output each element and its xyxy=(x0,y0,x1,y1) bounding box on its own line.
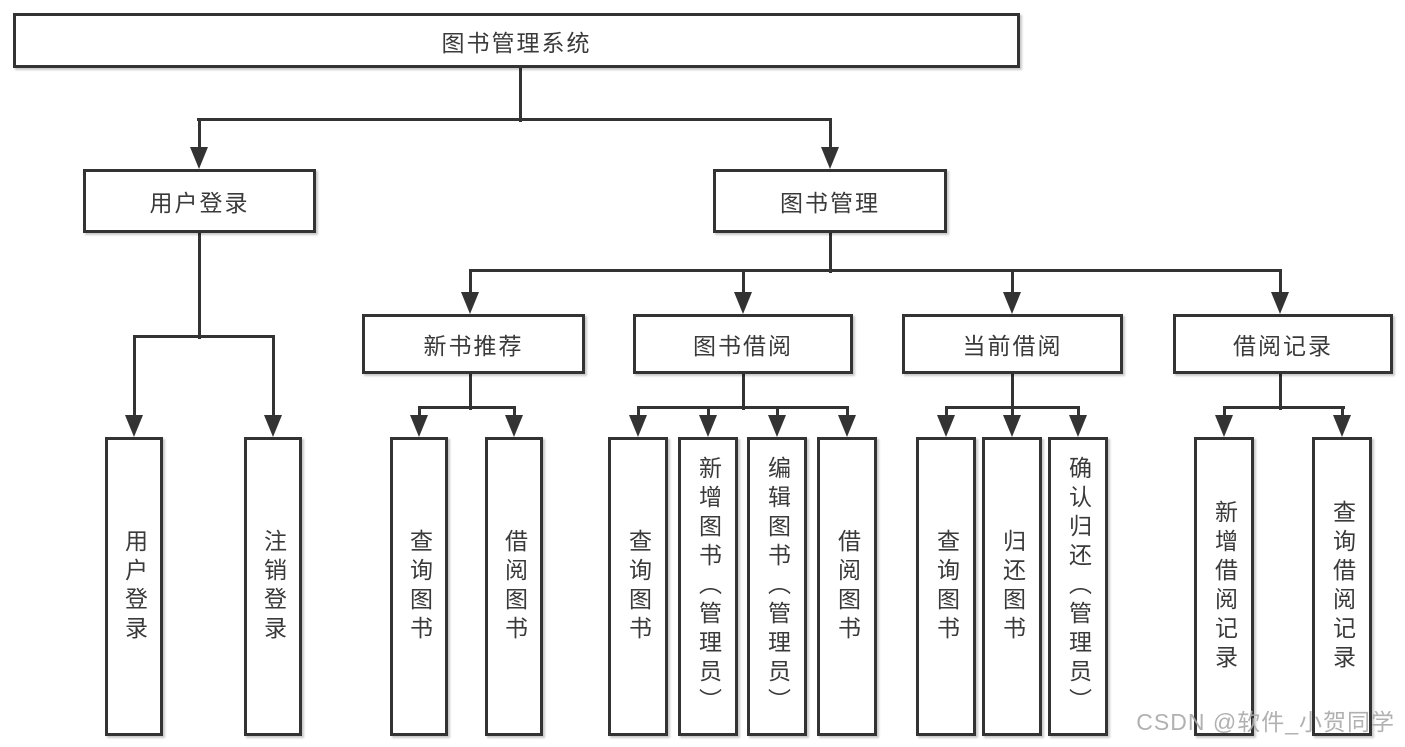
leaf-query-book-2-label: 查询图书 xyxy=(625,528,652,645)
leaf-return-book: 归还图书 xyxy=(982,437,1042,736)
connector-arrow-stem xyxy=(197,119,201,149)
arrow-down-icon xyxy=(937,415,955,437)
connector-vline xyxy=(828,233,832,273)
connector-arrow-stem xyxy=(1010,270,1014,294)
connector-arrow-stem xyxy=(845,407,849,417)
node-new-book-recommend: 新书推荐 xyxy=(362,314,585,374)
connector-arrow-stem xyxy=(1010,407,1014,417)
connector-vline xyxy=(518,68,522,122)
node-book-borrow: 图书借阅 xyxy=(633,314,853,374)
connector-hline xyxy=(133,334,275,338)
leaf-user-login-label: 用户登录 xyxy=(121,528,148,645)
leaf-borrow-book-2-label: 借阅图书 xyxy=(834,528,861,645)
node-new-book-recommend-label: 新书推荐 xyxy=(423,333,524,359)
connector-arrow-stem xyxy=(741,270,745,294)
arrow-down-icon xyxy=(768,415,786,437)
leaf-query-book-3: 查询图书 xyxy=(916,437,976,736)
arrow-down-icon xyxy=(838,415,856,437)
connector-arrow-stem xyxy=(828,119,832,149)
leaf-confirm-return: 确认归还（管理员） xyxy=(1048,437,1108,736)
connector-vline xyxy=(468,374,472,410)
leaf-edit-book: 编辑图书（管理员） xyxy=(747,437,807,736)
connector-hline xyxy=(1223,405,1345,409)
arrow-down-icon xyxy=(1003,292,1021,314)
node-user-login: 用户登录 xyxy=(83,169,316,233)
node-current-borrow-label: 当前借阅 xyxy=(962,333,1063,359)
arrow-down-icon xyxy=(264,415,282,437)
leaf-borrow-book-1: 借阅图书 xyxy=(485,437,543,736)
connector-hline xyxy=(637,405,849,409)
node-current-borrow: 当前借阅 xyxy=(902,314,1123,374)
leaf-query-book-2: 查询图书 xyxy=(608,437,668,736)
arrow-down-icon xyxy=(629,415,647,437)
node-borrow-records-label: 借阅记录 xyxy=(1233,333,1333,359)
node-user-login-label: 用户登录 xyxy=(149,190,250,216)
connector-arrow-stem xyxy=(1076,407,1080,417)
connector-arrow-stem xyxy=(1340,407,1344,417)
leaf-add-borrow-record: 新增借阅记录 xyxy=(1194,437,1254,736)
leaf-query-book-1-label: 查询图书 xyxy=(406,528,433,645)
connector-arrow-stem xyxy=(468,270,472,294)
leaf-edit-book-label: 编辑图书（管理员） xyxy=(764,456,791,717)
arrow-down-icon xyxy=(1271,292,1289,314)
leaf-add-book-label: 新增图书（管理员） xyxy=(695,456,722,717)
node-book-borrow-label: 图书借阅 xyxy=(693,333,793,359)
arrow-down-icon xyxy=(821,147,839,169)
leaf-confirm-return-label: 确认归还（管理员） xyxy=(1065,456,1092,717)
connector-arrow-stem xyxy=(132,336,136,417)
connector-arrow-stem xyxy=(775,407,779,417)
arrow-down-icon xyxy=(1003,415,1021,437)
leaf-user-login: 用户登录 xyxy=(105,437,163,736)
arrow-down-icon xyxy=(734,292,752,314)
node-book-management-label: 图书管理 xyxy=(780,190,880,216)
connector-arrow-stem xyxy=(512,407,516,417)
connector-vline xyxy=(197,233,201,339)
node-book-management: 图书管理 xyxy=(713,169,947,233)
leaf-borrow-book-1-label: 借阅图书 xyxy=(501,528,528,645)
connector-vline xyxy=(741,374,745,410)
watermark: CSDN @软件_小贺同学 xyxy=(1136,709,1395,735)
connector-vline xyxy=(1278,374,1282,410)
connector-arrow-stem xyxy=(417,407,421,417)
arrow-down-icon xyxy=(505,415,523,437)
leaf-logout-label: 注销登录 xyxy=(260,528,287,645)
arrow-down-icon xyxy=(125,415,143,437)
arrow-down-icon xyxy=(190,147,208,169)
connector-arrow-stem xyxy=(636,407,640,417)
leaf-query-book-1: 查询图书 xyxy=(390,437,448,736)
leaf-add-borrow-record-label: 新增借阅记录 xyxy=(1211,499,1238,674)
leaf-add-book: 新增图书（管理员） xyxy=(678,437,738,736)
leaf-return-book-label: 归还图书 xyxy=(999,528,1026,645)
connector-arrow-stem xyxy=(271,336,275,417)
leaf-query-book-3-label: 查询图书 xyxy=(933,528,960,645)
connector-arrow-stem xyxy=(1278,270,1282,294)
node-root: 图书管理系统 xyxy=(13,13,1020,68)
connector-arrow-stem xyxy=(944,407,948,417)
leaf-logout: 注销登录 xyxy=(244,437,302,736)
arrow-down-icon xyxy=(1069,415,1087,437)
node-borrow-records: 借阅记录 xyxy=(1173,314,1393,374)
arrow-down-icon xyxy=(1333,415,1351,437)
connector-hline xyxy=(418,405,516,409)
connector-arrow-stem xyxy=(706,407,710,417)
leaf-query-borrow-record: 查询借阅记录 xyxy=(1312,437,1372,736)
arrow-down-icon xyxy=(1215,415,1233,437)
arrow-down-icon xyxy=(410,415,428,437)
connector-arrow-stem xyxy=(1222,407,1226,417)
leaf-query-borrow-record-label: 查询借阅记录 xyxy=(1329,499,1356,674)
node-root-label: 图书管理系统 xyxy=(441,29,592,56)
connector-hline xyxy=(197,117,832,121)
arrow-down-icon xyxy=(699,415,717,437)
connector-vline xyxy=(1010,374,1014,410)
connector-hline xyxy=(469,268,1282,272)
leaf-borrow-book-2: 借阅图书 xyxy=(817,437,877,736)
arrow-down-icon xyxy=(461,292,479,314)
